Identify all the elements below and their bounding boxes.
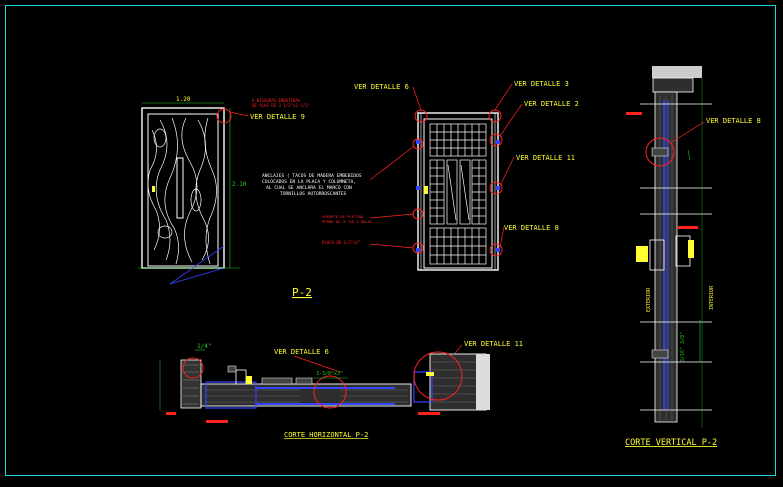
glass-grid	[429, 123, 487, 265]
label-detail-8-right: VER DETALLE 8	[504, 224, 559, 232]
anchor-note-2: COLOCADOS EN LA PLACA Y COLUMNETA,	[262, 179, 356, 185]
label-detail-6-horizontal: VER DETALLE 6	[274, 348, 329, 356]
hinge-note: A BISAGRAS EMBUTIDAS	[252, 98, 301, 103]
section-horizontal-title: CORTE HORIZONTAL P-2	[284, 431, 368, 439]
label-detail-6-top: VER DETALLE 6	[354, 83, 409, 91]
wood-grain	[147, 117, 217, 265]
label-detail-2: VER DETALLE 2	[524, 100, 579, 108]
drawing-frame	[5, 5, 776, 476]
dim-quarter-label: 1/4"	[197, 343, 211, 350]
label-detail-3: VER DETALLE 3	[514, 80, 569, 88]
pin-note-2: PERNO DE 3" DE 2 BOLAS	[322, 219, 373, 224]
vertical-section	[626, 66, 712, 428]
anchor-note-3: AL CUAL SE ANCLARA EL MARCO CON	[266, 185, 352, 191]
section-vertical-title: CORTE VERTICAL P-2	[625, 438, 717, 448]
leader-lines	[369, 83, 523, 249]
side-exterior-label: EXTERIOR	[646, 287, 652, 312]
hinge-note-2: DE ALAS DE 3 1/2"x3 1/2"	[252, 103, 310, 108]
door-elevation-glass	[369, 83, 523, 271]
anchor-note-4: TORNILLOS AUTORROSCANTES	[280, 191, 347, 197]
label-detail-8-vertical: VER DETALLE 8	[706, 117, 761, 125]
label-detail-11-horizontal: VER DETALLE 11	[464, 340, 523, 348]
dim-a-label: 3-3/8"x3"	[316, 371, 343, 377]
pin-note: SOPORTE DE PLETINA	[322, 214, 364, 219]
door-title: P-2	[292, 286, 312, 299]
dim-b-label: 3/16" 3/8"	[680, 332, 686, 362]
horizontal-section	[159, 344, 490, 423]
anchor-note-1: ANCLAJES ( TACOS DE MADERA EMBEBIDOS	[262, 173, 362, 179]
dim-width-label: 1.20	[176, 96, 191, 103]
dim-height-label: 2.10	[232, 181, 247, 188]
side-interior-label: INTERIOR	[709, 285, 715, 310]
label-detail-11-right: VER DETALLE 11	[516, 154, 575, 162]
plank-note: PLACA DE 1/2"x2"	[322, 240, 361, 245]
label-detail-9: VER DETALLE 9	[250, 113, 305, 121]
anchor-markers	[416, 140, 500, 252]
door-elevation-left	[138, 102, 249, 285]
